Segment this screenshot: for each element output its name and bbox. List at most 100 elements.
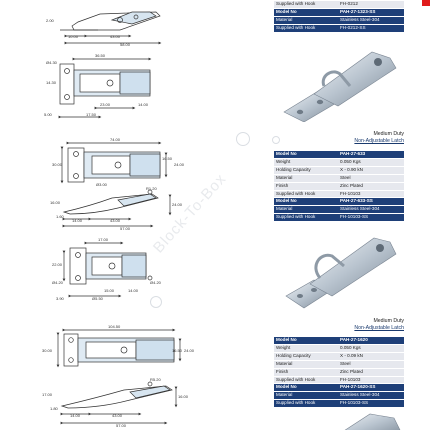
drawing-top-view-2 (60, 141, 168, 184)
spec-value: PAH-27-1620-SS (338, 383, 404, 393)
spec-value: 0.050 Kgs (338, 344, 404, 353)
spec-value: 0.050 Kgs (338, 158, 404, 167)
spec-label: Finish (274, 368, 338, 377)
spec-value: FH-10103 (338, 376, 404, 385)
spec-label: Material (274, 205, 338, 215)
drawing-side-profile-2 (62, 189, 172, 228)
dim-label: R5.20 (150, 377, 161, 382)
spec-label: Supplied with Hook (274, 376, 338, 385)
dim-label: 16.50 (172, 348, 183, 353)
drawing-side-profile-3 (60, 381, 178, 425)
dim-label: 30.00 (42, 348, 53, 353)
dim-label: 24.00 (172, 202, 183, 207)
dim-label: 36.50 (95, 53, 106, 58)
dim-label: 23.00 (100, 102, 111, 107)
dim-label: 22.00 (52, 262, 63, 267)
spec-value: Steel (338, 360, 404, 369)
spec-value: Stainless Steel-304 (338, 205, 404, 215)
spec-value: FH-10103-SS (338, 399, 404, 409)
latch-photo-1 (283, 51, 397, 122)
dim-label: 2.00 (46, 18, 55, 23)
spec-value: FH-10103-SS (338, 213, 404, 223)
spec-value: Stainless Steel-304 (338, 391, 404, 401)
dim-label: 24.00 (184, 348, 195, 353)
spec-label: Material (274, 174, 338, 183)
drawing-top-view-4 (56, 328, 182, 368)
dim-label: Ø4.30 (46, 60, 58, 65)
dim-label: 17.50 (86, 112, 97, 117)
spec-value: X - 0.90 kN (338, 166, 404, 175)
watermark-circle (272, 136, 280, 144)
dim-label: 58.00 (120, 42, 131, 47)
drawing-side-profile-1 (60, 11, 162, 45)
spec-label: Material (274, 16, 338, 25)
dim-label: 57.00 (116, 423, 127, 428)
dim-label: 5.00 (44, 112, 53, 117)
spec-value: Steel (338, 174, 404, 183)
spec-label: Material (274, 360, 338, 369)
drawing-top-view-3 (62, 241, 153, 298)
spec-value: Stainless Steel-304 (338, 16, 404, 25)
dim-label: 16.50 (162, 156, 173, 161)
dim-label: 43.00 (112, 413, 123, 418)
dim-label: 74.00 (110, 137, 121, 142)
dim-label: 17.00 (42, 392, 53, 397)
watermark-circle (236, 132, 250, 146)
spec-label: Model No (274, 151, 338, 159)
latch-photo-3 (344, 413, 401, 430)
spec-value: FH-10103 (338, 190, 404, 199)
spec-value: PAH-27-1620 (338, 337, 404, 345)
spec-value: PAH-27-1323-SS (338, 8, 404, 17)
spec-label: Supplied with Hook (274, 24, 338, 33)
spec-label: Finish (274, 182, 338, 191)
dim-label: R1.20 (146, 186, 157, 191)
drawing-top-view-1 (58, 57, 152, 119)
dim-label: Ø3.00 (96, 182, 108, 187)
product-subtitle: Non-Adjustable Latch (354, 138, 404, 144)
dim-label: 15.00 (104, 288, 115, 293)
dim-label: 10.00 (68, 34, 79, 39)
product-heading-3: Medium Duty Non-Adjustable Latch (354, 318, 404, 332)
spec-value: Zinc Plated (338, 182, 404, 191)
spec-label: Model No (274, 337, 338, 345)
dim-label: Ø4.20 (150, 280, 162, 285)
dim-label: 1.60 (56, 214, 65, 219)
product-title: Medium Duty (373, 318, 404, 324)
spec-label: Model No (274, 8, 338, 17)
dim-label: 57.00 (120, 226, 131, 231)
spec-label: Holding Capacity (274, 352, 338, 361)
product-title: Medium Duty (373, 131, 404, 137)
dim-label: 30.00 (52, 162, 63, 167)
dim-label: 17.00 (98, 237, 109, 242)
technical-drawings: 2.00 10.00 43.00 58.00 Ø4.30 36.50 14.30… (42, 11, 195, 428)
spec-label: Model No (274, 197, 338, 207)
spec-label: Material (274, 391, 338, 401)
spec-label: Model No (274, 383, 338, 393)
spec-label: Supplied with Hook (274, 399, 338, 409)
product-heading-2: Medium Duty Non-Adjustable Latch (354, 131, 404, 145)
spec-value: Zinc Plated (338, 368, 404, 377)
dim-label: 43.00 (110, 34, 121, 39)
spec-label: Weight (274, 344, 338, 353)
dim-label: Ø4.20 (52, 280, 64, 285)
dim-label: 104.50 (108, 324, 121, 329)
page-corner-marker (422, 0, 430, 6)
